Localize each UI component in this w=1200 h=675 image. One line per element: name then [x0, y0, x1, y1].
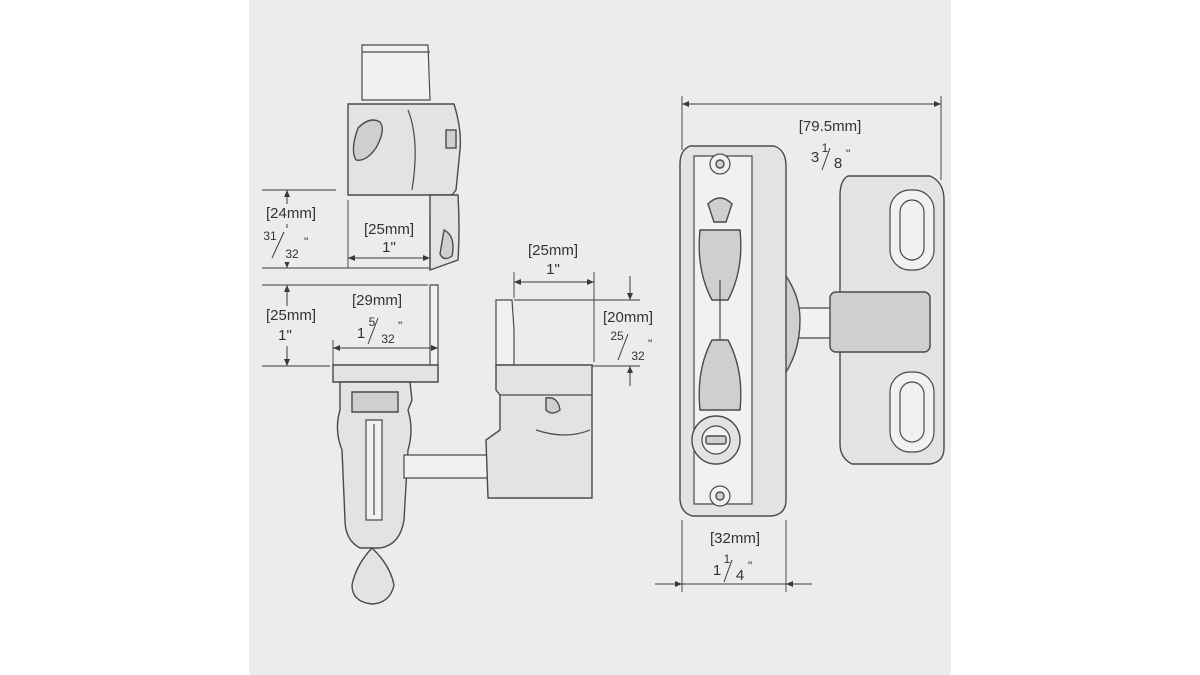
right-height-denom: 32 [631, 349, 645, 363]
total-width-whole: 3 [811, 149, 819, 166]
front-view-latch [679, 145, 945, 517]
top-width-mm: [25mm] [364, 221, 414, 238]
mid-height-inch: 1" [278, 327, 292, 344]
dimension-mid-height: [25mm] 1" [256, 284, 428, 367]
base-width-num: 1 [724, 552, 731, 566]
mid-width-inch: " [398, 319, 402, 333]
top-width-inch: 1" [382, 239, 396, 256]
dimension-right-height: [20mm] 25 32 " [514, 276, 653, 386]
dimension-base-width: [32mm] 1 1 4 " [655, 520, 812, 592]
dimension-right-width: [25mm] 1" [513, 242, 595, 362]
base-width-whole: 1 [713, 562, 721, 579]
mid-width-denom: 32 [381, 332, 395, 346]
right-width-inch: 1" [546, 261, 560, 278]
top-height-denom: 32 [285, 247, 299, 261]
base-width-denom: 4 [736, 567, 744, 584]
dimension-top-width: [25mm] 1" [347, 200, 431, 268]
base-width-mm: [32mm] [710, 530, 760, 547]
top-height-mm: [24mm] [266, 205, 316, 222]
mid-width-num: 5 [369, 315, 376, 329]
right-width-mm: [25mm] [528, 242, 578, 259]
top-height-whole: 31 [263, 229, 277, 243]
total-width-denom: 8 [834, 155, 842, 172]
dimension-total-width: [79.5mm] 3 1 8 " [681, 96, 942, 180]
mid-height-mm: [25mm] [266, 307, 316, 324]
dimension-top-height: [24mm] 31 32 " [252, 189, 430, 269]
base-width-inch: " [748, 559, 752, 573]
mid-width-whole: 1 [357, 325, 365, 342]
side-view-latch [332, 44, 593, 605]
mid-width-mm: [29mm] [352, 292, 402, 309]
total-width-inch: " [846, 147, 850, 161]
total-width-num: 1 [822, 141, 829, 155]
top-height-inch: " [304, 235, 308, 249]
total-width-mm: [79.5mm] [799, 118, 862, 135]
right-height-mm: [20mm] [603, 309, 653, 326]
right-height-inch: " [648, 337, 652, 351]
right-height-whole: 25 [610, 329, 624, 343]
dimension-mid-width: [29mm] 1 5 32 " [332, 292, 438, 366]
